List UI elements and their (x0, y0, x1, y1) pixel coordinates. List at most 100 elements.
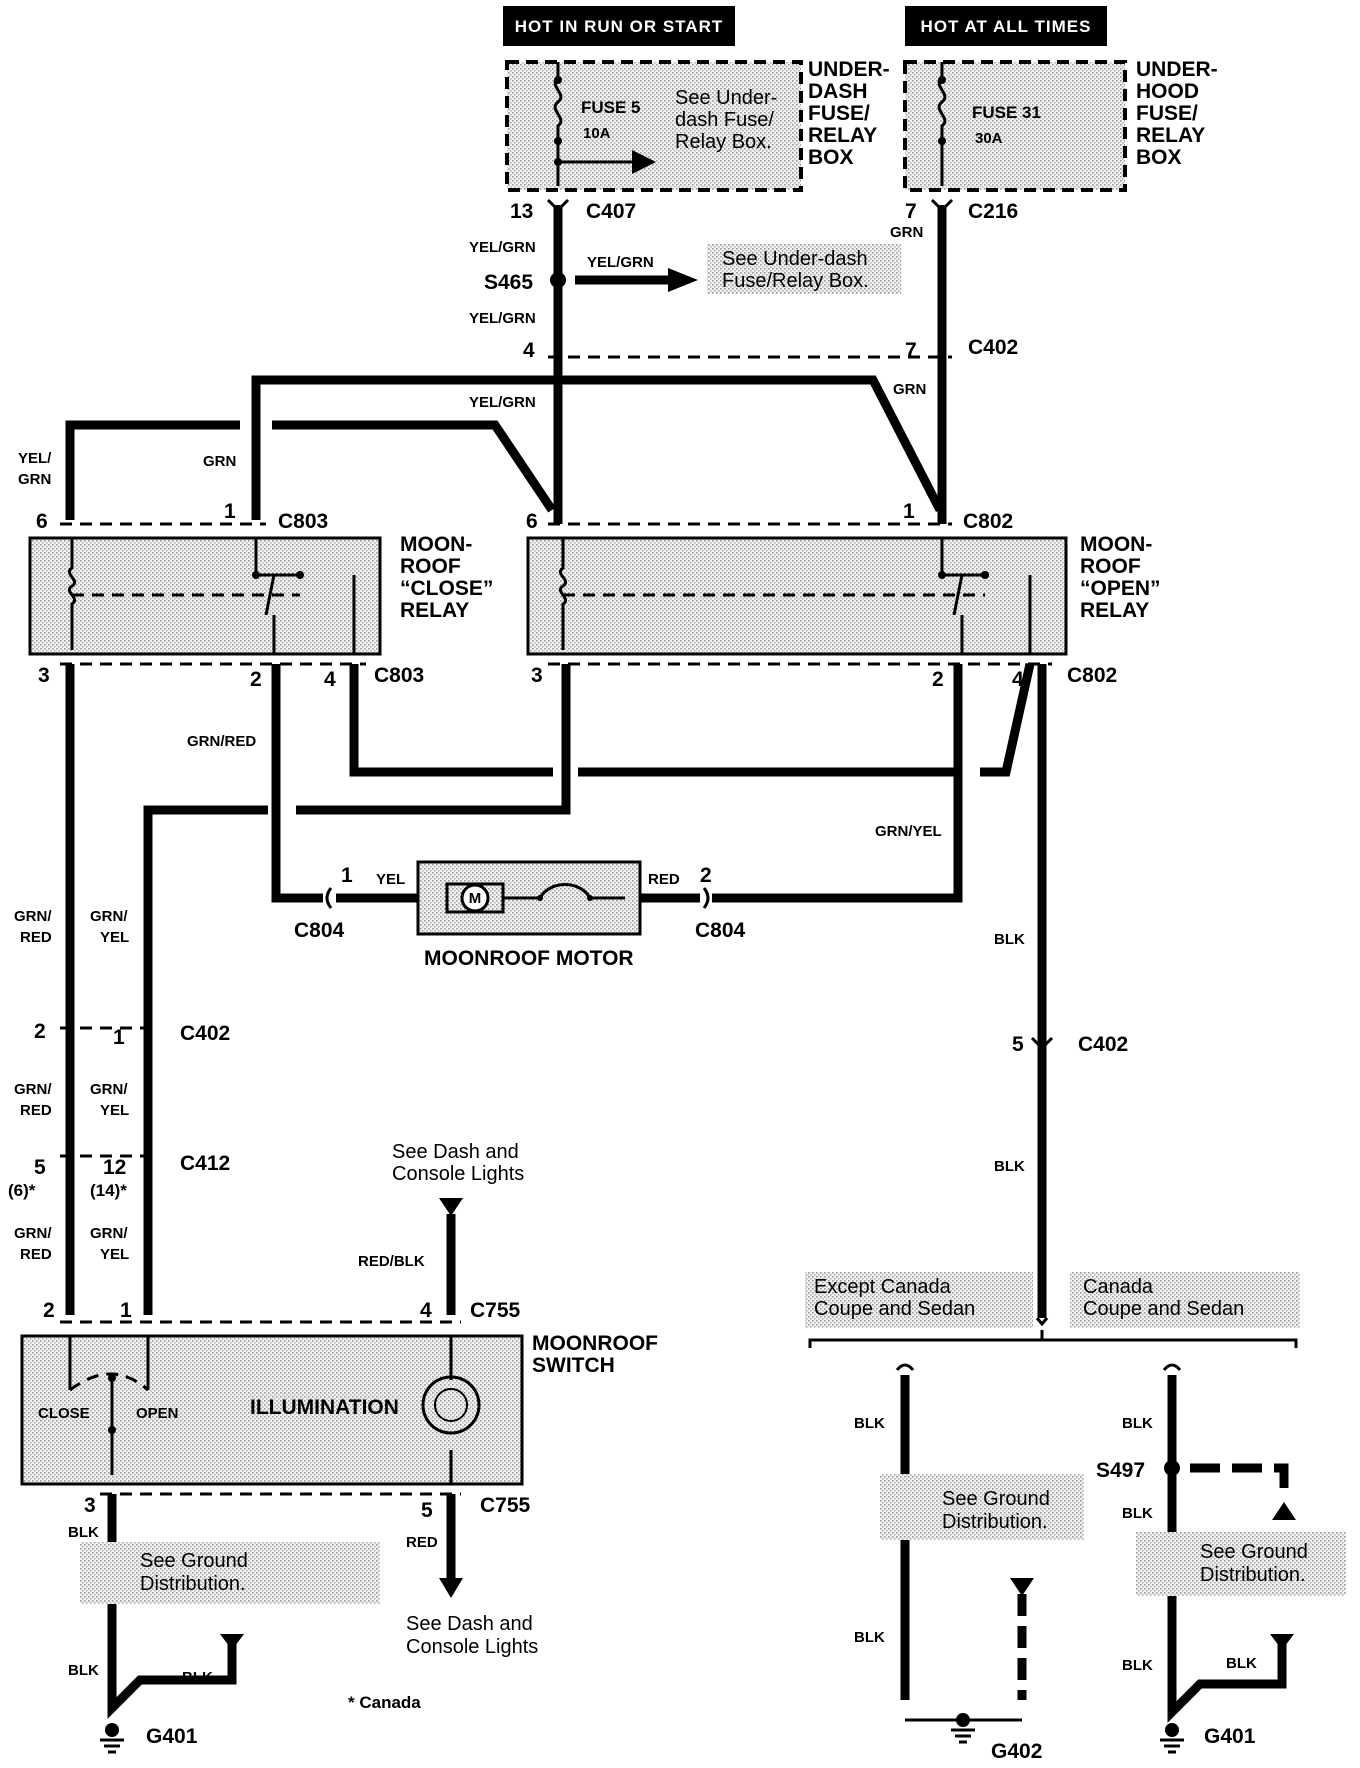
wire-label: GRN/ (14, 1225, 52, 1242)
switch-open-label: OPEN (136, 1405, 179, 1422)
wire-label: RED (20, 1246, 52, 1263)
switch-illumination-label: ILLUMINATION (250, 1396, 399, 1419)
pin-label: 3 (38, 664, 50, 687)
wire-grn-to-close-relay (251, 375, 556, 520)
fuse5-note: dash Fuse/ (675, 109, 774, 131)
wire-label: YEL/GRN (587, 254, 654, 271)
connector-label-c755: C755 (480, 1494, 531, 1517)
svg-text:DASH: DASH (808, 80, 868, 103)
dash-lights-note: See Dash and (406, 1613, 533, 1635)
connector-label-c412: C412 (180, 1152, 230, 1175)
header-text: HOT AT ALL TIMES (921, 17, 1092, 36)
wire-label: YEL/GRN (469, 394, 536, 411)
pin-label: 5 (421, 1499, 433, 1522)
wire-label: YEL (100, 1102, 129, 1119)
wire-label: GRN/RED (187, 733, 256, 750)
except-canada-note: Except Canada (814, 1276, 952, 1298)
wire-grn-yel-main (143, 805, 268, 1315)
connector-label-c804: C804 (294, 919, 345, 942)
wire-grn-red-motor (271, 664, 323, 903)
connector-label-c407: C407 (586, 200, 636, 223)
svg-text:RELAY: RELAY (1136, 124, 1205, 147)
connector-label-c402: C402 (968, 336, 1018, 359)
svg-text:“OPEN”: “OPEN” (1080, 577, 1161, 600)
svg-text:UNDER-: UNDER- (808, 58, 890, 81)
wire-grn-yel-motor (712, 772, 963, 903)
ground-dist-note: Distribution. (140, 1573, 246, 1595)
wire-label: GRN/ (90, 1081, 128, 1098)
wire-label: BLK (994, 931, 1025, 948)
wire-label: BLK (994, 1158, 1025, 1175)
connector-label-c755: C755 (470, 1299, 521, 1322)
switch-close-label: CLOSE (38, 1405, 90, 1422)
pin-label: 2 (932, 668, 944, 691)
wire-label: BLK (854, 1415, 885, 1432)
splice-label-s465: S465 (484, 271, 533, 294)
wire-label: GRN/ (90, 908, 128, 925)
wire-label: GRN (893, 381, 926, 398)
fuse5-rating: 10A (583, 125, 611, 142)
pin-label: 2 (700, 864, 712, 887)
pin-label: 1 (224, 500, 236, 523)
pin-label: 5 (1012, 1033, 1024, 1056)
fuse5-note: See Under- (675, 87, 777, 109)
ground-icon (100, 1723, 124, 1754)
branch-brace (808, 1330, 1298, 1348)
fuse5-element (553, 62, 563, 186)
wire-label: BLK (854, 1629, 885, 1646)
wire-label: YEL/GRN (469, 239, 536, 256)
svg-text:RELAY: RELAY (808, 124, 877, 147)
motor-icon (460, 883, 490, 913)
wire-label: GRN/ (14, 908, 52, 925)
connector-label-c802: C802 (1067, 664, 1117, 687)
header-text: HOT IN RUN OR START (515, 17, 724, 36)
connector-c216 (930, 198, 954, 213)
moonroof-close-relay (28, 536, 382, 656)
wire-label: YEL (100, 1246, 129, 1263)
svg-text:RELAY: RELAY (1080, 599, 1149, 622)
open-relay-label: MOON- ROOF “OPEN” RELAY (1080, 533, 1161, 622)
fuse5-name: FUSE 5 (581, 98, 641, 117)
wire-label: YEL/ (18, 450, 52, 467)
connector-label-c402: C402 (180, 1022, 230, 1045)
wire-label: GRN/YEL (875, 823, 942, 840)
connector-label-c803: C803 (278, 510, 328, 533)
pin-label-canada: (14)* (90, 1181, 127, 1200)
ground-dist-note-box (880, 1474, 1084, 1540)
except-canada-box (805, 1272, 1033, 1328)
wire-label: GRN/ (14, 1081, 52, 1098)
wire-close-relay-4 (349, 664, 553, 777)
wire-label: BLK (68, 1524, 99, 1541)
wire-label: GRN/ (90, 1225, 128, 1242)
wire-grn-yel-open-relay-3 (296, 664, 571, 815)
wire-label: YEL (100, 929, 129, 946)
pin-label: 2 (250, 668, 262, 691)
pin-label: 7 (905, 200, 917, 223)
dash-lights-note: Console Lights (392, 1163, 524, 1185)
ground-dist-note: See Ground (942, 1488, 1050, 1510)
ground-dist-note-box (1136, 1532, 1346, 1596)
close-relay-label: MOON- ROOF “CLOSE” RELAY (400, 533, 493, 622)
dash-lights-note: See Dash and (392, 1141, 519, 1163)
svg-text:UNDER-: UNDER- (1136, 58, 1218, 81)
fuse31-name: FUSE 31 (972, 103, 1041, 122)
pin-label: 1 (113, 1026, 125, 1049)
ground-dist-note: See Ground (140, 1550, 248, 1572)
splice-s497 (1164, 1460, 1180, 1476)
wire-s497-branch (1190, 1463, 1289, 1500)
pin-label: 2 (43, 1299, 55, 1322)
switch-title: MOONROOF (532, 1332, 658, 1355)
pin-label: 4 (420, 1299, 432, 1322)
svg-text:M: M (469, 890, 482, 907)
pin-label: 13 (510, 200, 533, 223)
ground-dist-note: Distribution. (942, 1511, 1048, 1533)
svg-text:HOOD: HOOD (1136, 80, 1199, 103)
wire-label: RED/BLK (358, 1253, 425, 1270)
fuse31-element (937, 62, 947, 186)
svg-text:“CLOSE”: “CLOSE” (400, 577, 493, 600)
pin-label: 4 (324, 668, 336, 691)
wire-label: BLK (1122, 1657, 1153, 1674)
ground-icon (951, 1713, 975, 1744)
ground-dist-note: Distribution. (1200, 1564, 1306, 1586)
